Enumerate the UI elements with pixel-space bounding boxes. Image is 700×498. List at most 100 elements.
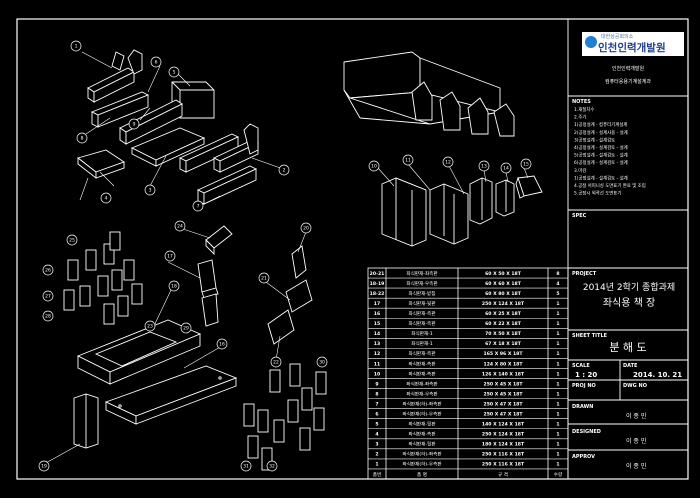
sheet-title-label: SHEET TITLE bbox=[572, 333, 608, 339]
bom-cell: 1 bbox=[556, 381, 559, 387]
part-1-top-shelf bbox=[87, 49, 143, 103]
callout-number: 1 bbox=[75, 44, 78, 50]
callout-number: 2 bbox=[283, 168, 286, 174]
part-13-panel bbox=[495, 179, 515, 217]
callout-number: 29 bbox=[183, 326, 189, 332]
callout-balloon bbox=[38, 460, 50, 472]
callout-number: 30 bbox=[319, 360, 325, 366]
bom-cell: 좌식판재-좌측판 bbox=[406, 380, 438, 387]
part-10-panel bbox=[381, 177, 427, 247]
bom-cell: 좌식판재(하)-좌측판 bbox=[402, 451, 442, 458]
bom-cell: 좌식판재-1 bbox=[411, 330, 433, 337]
date-value: 2014. 10. 21 bbox=[633, 371, 682, 379]
callout-balloon bbox=[266, 460, 278, 472]
callout-balloon bbox=[100, 192, 112, 204]
sheet-border bbox=[16, 18, 689, 480]
part-21-board bbox=[285, 279, 313, 313]
callout-balloon bbox=[42, 264, 54, 276]
bom-cell: 1 bbox=[556, 452, 559, 458]
callout-number: 17 bbox=[167, 254, 173, 260]
bom-cell: 1 bbox=[556, 422, 559, 428]
bom-cell: 4 bbox=[556, 281, 559, 287]
callout-balloon bbox=[240, 460, 252, 472]
bom-cell: 1 bbox=[556, 321, 559, 327]
bom-cell: 1 bbox=[556, 442, 559, 448]
sheet-title: 분 해 도 bbox=[609, 340, 646, 354]
bom-cell: 좌식판재-뒷판 bbox=[408, 421, 436, 428]
callout-number: 12 bbox=[445, 160, 451, 166]
callout-number: 28 bbox=[45, 314, 51, 320]
bom-cell: 165 X 96 X 18T bbox=[484, 351, 524, 357]
callout-number: 18 bbox=[171, 284, 177, 290]
org-small-label: 대한상공회의소 bbox=[601, 34, 634, 40]
bom-cell: 60 X 25 X 18T bbox=[485, 311, 522, 317]
callout-balloon bbox=[66, 234, 78, 246]
part-27-upright bbox=[201, 293, 219, 327]
callout-balloon bbox=[368, 160, 380, 172]
org-logo-icon bbox=[585, 36, 597, 48]
callout-number: 13 bbox=[481, 164, 487, 170]
part-22-board bbox=[267, 309, 295, 345]
bom-cell: 14 bbox=[374, 331, 380, 337]
part-14-block bbox=[515, 175, 543, 199]
callout-number: 15 bbox=[523, 162, 529, 168]
bom-cell: 1 bbox=[556, 462, 559, 468]
bom-cell: 124 X 80 X 18T bbox=[484, 361, 524, 367]
bom-cell: 좌식판재(하)-우측판 bbox=[402, 410, 442, 417]
org-name: 인천인력개발원 bbox=[598, 42, 666, 54]
callout-number: 11 bbox=[405, 158, 411, 164]
note-line: 1)공정설계 - 컴퓨터기계설계 bbox=[574, 121, 627, 128]
bom-cell: 5 bbox=[556, 291, 559, 297]
bom-cell: 1 bbox=[556, 371, 559, 377]
bom-cell: 6 bbox=[375, 411, 378, 417]
part-17-upright bbox=[197, 259, 219, 299]
bom-cell: 250 X 116 X 18T bbox=[482, 452, 525, 458]
callout-balloon bbox=[174, 220, 186, 232]
bom-cell: 15 bbox=[374, 321, 380, 327]
callout-number: 10 bbox=[371, 164, 377, 170]
org-line2: 인천인력개발원 bbox=[612, 65, 645, 72]
bom-cell: 140 X 124 X 18T bbox=[482, 422, 525, 428]
bom-cell: 품 명 bbox=[417, 471, 427, 478]
note-line: 5)공정설계 - 설계검토 - 설계 bbox=[574, 152, 628, 159]
note-line: 5.공정시 외곽선 도면표기 bbox=[574, 190, 621, 197]
callout-number: 32 bbox=[269, 464, 275, 470]
note-line: 4.공정 서피니싱 도면표기 완료 및 조립 bbox=[574, 182, 646, 189]
bom-cell: 13 bbox=[374, 341, 380, 347]
bom-cell: 60 X 50 X 18T bbox=[485, 271, 522, 277]
bom-cell: 67 X 18 X 18T bbox=[485, 341, 522, 347]
bom-cell: 좌식판재-좌측판 bbox=[406, 270, 438, 277]
bom-cell: 1 bbox=[556, 351, 559, 357]
bom-cell: 품번 bbox=[373, 471, 381, 478]
approved-label: APPROV bbox=[572, 454, 595, 460]
callout-number: 31 bbox=[243, 464, 249, 470]
bom-cell: 250 X 124 X 18T bbox=[482, 432, 525, 438]
callout-number: 9 bbox=[133, 122, 136, 128]
peg-group-left bbox=[63, 231, 143, 325]
bom-cell: 10 bbox=[374, 371, 380, 377]
bom-cell: 4 bbox=[375, 432, 378, 438]
callout-number: 23 bbox=[147, 324, 153, 330]
callout-balloon bbox=[70, 40, 82, 52]
callout-number: 6 bbox=[155, 60, 158, 66]
bom-cell: 좌식판재-측판 bbox=[408, 360, 436, 367]
bom-cell: 좌식판재-측판 bbox=[408, 431, 436, 438]
bom-cell: 좌식판재-측판 bbox=[408, 350, 436, 357]
bom-cell: 250 X 124 X 18T bbox=[482, 301, 525, 307]
bom-cell: 18-19 bbox=[370, 281, 385, 287]
bom-cell: 250 X 47 X 18T bbox=[484, 401, 524, 407]
bom-table-grid bbox=[367, 267, 569, 480]
project-line1: 2014년 2학기 종합과제 bbox=[583, 282, 675, 293]
bom-cell: 1 bbox=[556, 361, 559, 367]
callout-balloon bbox=[168, 66, 180, 78]
note-line: 6)공정설계 - 설계검토 - 설계 bbox=[574, 159, 628, 166]
callout-balloon bbox=[316, 356, 328, 368]
note-line: 3)공정설계 - 설계검토 bbox=[574, 136, 615, 143]
bom-cell: 1 bbox=[556, 401, 559, 407]
date-label: DATE bbox=[623, 363, 638, 369]
scale-value: 1 : 20 bbox=[575, 371, 597, 379]
callout-balloon bbox=[42, 310, 54, 322]
bom-cell: 180 X 124 X 18T bbox=[482, 442, 525, 448]
